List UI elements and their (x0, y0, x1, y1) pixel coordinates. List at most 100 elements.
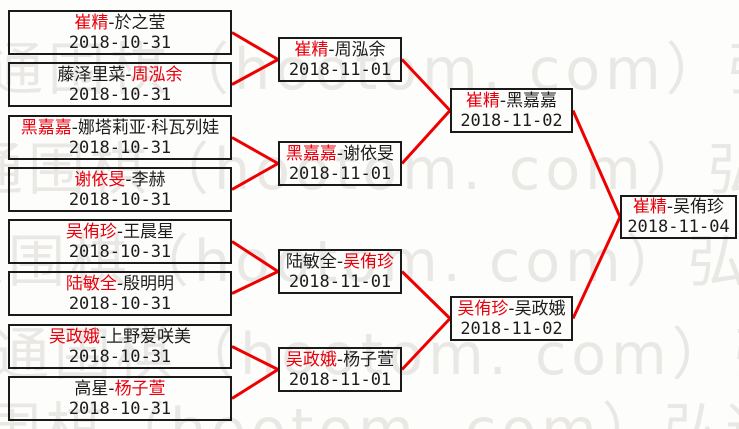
match-box-r1-m6: 陆敏全-殷明明 2018-10-31 (8, 271, 232, 316)
match-players: 黑嘉嘉-谢依旻 (286, 144, 394, 164)
name-separator: - (499, 90, 507, 111)
match-date: 2018-10-31 (68, 189, 172, 210)
connector-line (571, 216, 622, 320)
match-players: 崔精-周泓余 (294, 40, 385, 60)
player-name: 黑嘉嘉 (20, 117, 72, 138)
match-box-r1-m4: 谢依旻-李赫 2018-10-31 (8, 167, 232, 212)
connector-line (231, 31, 279, 61)
match-players: 谢依旻-李赫 (74, 170, 165, 190)
match-box-r2-m4: 吴政娥-杨子萱 2018-11-01 (278, 347, 402, 392)
name-separator: - (108, 12, 115, 33)
player-name: 黑嘉嘉 (506, 90, 558, 111)
connector-line (400, 317, 452, 371)
player-name: 谢依旻 (343, 143, 395, 164)
player-name: 杨子萱 (114, 378, 166, 399)
player-name: 陆敏全 (65, 273, 117, 294)
match-date: 2018-10-31 (68, 241, 172, 262)
connector-line (231, 368, 279, 400)
match-date: 2018-11-01 (288, 59, 392, 80)
player-name: 崔精 (632, 197, 667, 217)
player-name: 周泓余 (131, 64, 183, 85)
match-box-sf-m1: 崔精-黑嘉嘉 2018-11-02 (450, 88, 573, 133)
player-name: 崔精 (294, 39, 329, 60)
match-box-r2-m1: 崔精-周泓余 2018-11-01 (278, 37, 402, 82)
connector-line (400, 109, 452, 165)
name-separator: - (108, 378, 115, 399)
connector-line (400, 270, 452, 320)
match-players: 藤泽里菜-周泓余 (57, 65, 182, 85)
match-date: 2018-10-31 (68, 32, 172, 53)
match-date: 2018-11-04 (627, 217, 730, 237)
player-name: 上野爱咲美 (106, 326, 192, 347)
match-date: 2018-11-01 (288, 271, 392, 292)
name-separator: - (125, 169, 132, 190)
match-box-r1-m5: 吴侑珍-王晨星 2018-10-31 (8, 219, 232, 264)
match-players: 陆敏全-殷明明 (66, 274, 174, 294)
match-box-r2-m3: 陆敏全-吴侑珍 2018-11-01 (278, 249, 402, 294)
player-name: 吴政娥 (48, 326, 100, 347)
name-separator: - (99, 326, 107, 347)
name-separator: - (336, 349, 344, 370)
match-date: 2018-11-01 (288, 369, 392, 390)
name-separator: - (508, 298, 515, 319)
match-players: 吴政娥-上野爱咲美 (49, 327, 191, 347)
player-name: 吴侑珍 (673, 197, 725, 217)
match-date: 2018-10-31 (68, 137, 172, 158)
connector-line (571, 109, 622, 218)
connector-line (400, 58, 452, 112)
player-name: 殷明明 (123, 273, 175, 294)
player-name: 於之莹 (114, 12, 166, 33)
player-name: 崔精 (465, 90, 500, 111)
match-date: 2018-10-31 (68, 293, 172, 314)
connector-line (231, 58, 279, 86)
connector-line (231, 136, 279, 165)
player-name: 娜塔莉亚·科瓦列娃 (77, 117, 220, 138)
player-name: 高星 (74, 378, 109, 399)
match-box-r2-m2: 黑嘉嘉-谢依旻 2018-11-01 (278, 141, 402, 186)
match-players: 吴侑珍-吴政娥 (457, 299, 565, 319)
match-box-r1-m8: 高星-杨子萱 2018-10-31 (8, 376, 232, 421)
name-separator: - (116, 221, 124, 242)
match-players: 崔精-於之莹 (74, 13, 165, 33)
name-separator: - (666, 197, 674, 217)
player-name: 吴侑珍 (343, 251, 395, 272)
name-separator: - (336, 143, 344, 164)
name-separator: - (336, 251, 344, 272)
match-box-r1-m3: 黑嘉嘉-娜塔莉亚·科瓦列娃 2018-10-31 (8, 115, 232, 160)
player-name: 藤泽里菜 (57, 64, 126, 85)
player-name: 崔精 (74, 12, 109, 33)
name-separator: - (125, 64, 132, 85)
match-players: 高星-杨子萱 (74, 379, 165, 399)
match-box-final: 崔精-吴侑珍 2018-11-04 (620, 195, 737, 239)
name-separator: - (328, 39, 335, 60)
player-name: 王晨星 (123, 221, 175, 242)
connector-line (231, 162, 279, 191)
name-separator: - (71, 117, 78, 138)
player-name: 吴侑珍 (65, 221, 117, 242)
match-players: 崔精-吴侑珍 (633, 197, 724, 217)
connector-line (231, 240, 279, 273)
player-name: 周泓余 (334, 39, 386, 60)
match-players: 吴政娥-杨子萱 (286, 350, 394, 370)
match-players: 陆敏全-吴侑珍 (286, 252, 394, 272)
match-box-sf-m2: 吴侑珍-吴政娥 2018-11-02 (450, 296, 573, 341)
player-name: 吴侑珍 (457, 298, 509, 319)
player-name: 李赫 (131, 169, 166, 190)
match-players: 吴侑珍-王晨星 (66, 222, 174, 242)
player-name: 谢依旻 (74, 169, 126, 190)
match-box-r1-m2: 藤泽里菜-周泓余 2018-10-31 (8, 62, 232, 107)
player-name: 陆敏全 (285, 251, 337, 272)
match-date: 2018-10-31 (68, 398, 172, 419)
name-separator: - (116, 273, 124, 294)
match-box-r1-m1: 崔精-於之莹 2018-10-31 (8, 10, 232, 55)
connector-line (231, 270, 279, 295)
player-name: 黑嘉嘉 (285, 143, 337, 164)
player-name: 杨子萱 (343, 349, 395, 370)
match-box-r1-m7: 吴政娥-上野爱咲美 2018-10-31 (8, 324, 232, 369)
player-name: 吴政娥 (514, 298, 566, 319)
match-players: 黑嘉嘉-娜塔莉亚·科瓦列娃 (21, 118, 220, 138)
player-name: 吴政娥 (285, 349, 337, 370)
match-date: 2018-11-02 (460, 318, 563, 339)
